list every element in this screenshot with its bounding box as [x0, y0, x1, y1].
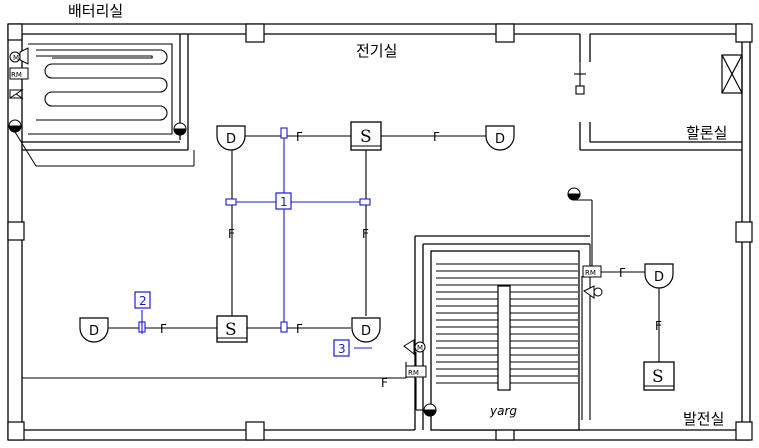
halon-control-label: RM — [585, 269, 596, 277]
halon-devices — [567, 187, 603, 299]
detector-center: D — [351, 317, 381, 343]
smoke-box-halon: S — [643, 361, 675, 391]
smoke-box-top: S — [350, 121, 382, 151]
detector-halon-label: D — [654, 270, 664, 285]
flow-label-9: F — [655, 319, 662, 333]
halon-manual-station — [574, 62, 586, 95]
flow-label-1: F — [296, 130, 303, 144]
flow-label-3: F — [228, 227, 235, 241]
battery-room-devices — [9, 47, 29, 99]
blue-control-lines — [138, 127, 372, 349]
detector-top-left: D — [216, 125, 246, 151]
generator-valve-assembly — [403, 339, 427, 378]
flow-label-4: F — [362, 227, 369, 241]
room-label-electrical: 전기실 — [356, 42, 397, 60]
smoke-box-top-label: S — [360, 127, 372, 147]
stair-center-bar — [497, 285, 511, 391]
detector-center-label: D — [361, 324, 371, 339]
battery-motor-label: M — [13, 54, 19, 62]
stair-note: yarg — [489, 404, 517, 418]
generator-control-label: RM — [408, 369, 419, 377]
battery-feed-lines — [14, 131, 195, 167]
battery-serpentine-pipe — [28, 43, 173, 135]
marker-2: 2 — [134, 291, 151, 309]
room-label-halon: 할론실 — [686, 124, 727, 142]
battery-control-label: RM — [11, 71, 22, 79]
detector-halon: D — [644, 263, 674, 289]
generator-bottom-head — [423, 403, 437, 417]
marker-3: 3 — [333, 339, 350, 357]
halon-vent-box — [721, 54, 743, 94]
flow-label-2: F — [433, 130, 440, 144]
detector-left-label: D — [89, 324, 99, 339]
generator-motor-label: M — [417, 344, 423, 352]
room-label-battery: 배터리실 — [68, 2, 123, 20]
flow-label-6: F — [296, 322, 303, 336]
flow-label-7: F — [381, 376, 388, 390]
smoke-box-left: S — [216, 315, 248, 343]
detector-top-left-label: D — [226, 132, 236, 147]
smoke-box-halon-label: S — [652, 367, 664, 387]
marker-2-label: 2 — [139, 294, 147, 308]
room-label-generator: 발전실 — [683, 410, 724, 428]
battery-sprinkler-heads — [8, 119, 187, 136]
detector-left: D — [79, 317, 109, 343]
detector-top-right-label: D — [495, 132, 505, 147]
flow-label-5: F — [160, 322, 167, 336]
marker-3-label: 3 — [338, 342, 346, 356]
flow-label-8: F — [619, 266, 626, 280]
marker-1: 1 — [275, 192, 292, 210]
detector-top-right: D — [485, 125, 515, 151]
smoke-box-left-label: S — [225, 320, 237, 340]
marker-1-label: 1 — [280, 195, 288, 209]
